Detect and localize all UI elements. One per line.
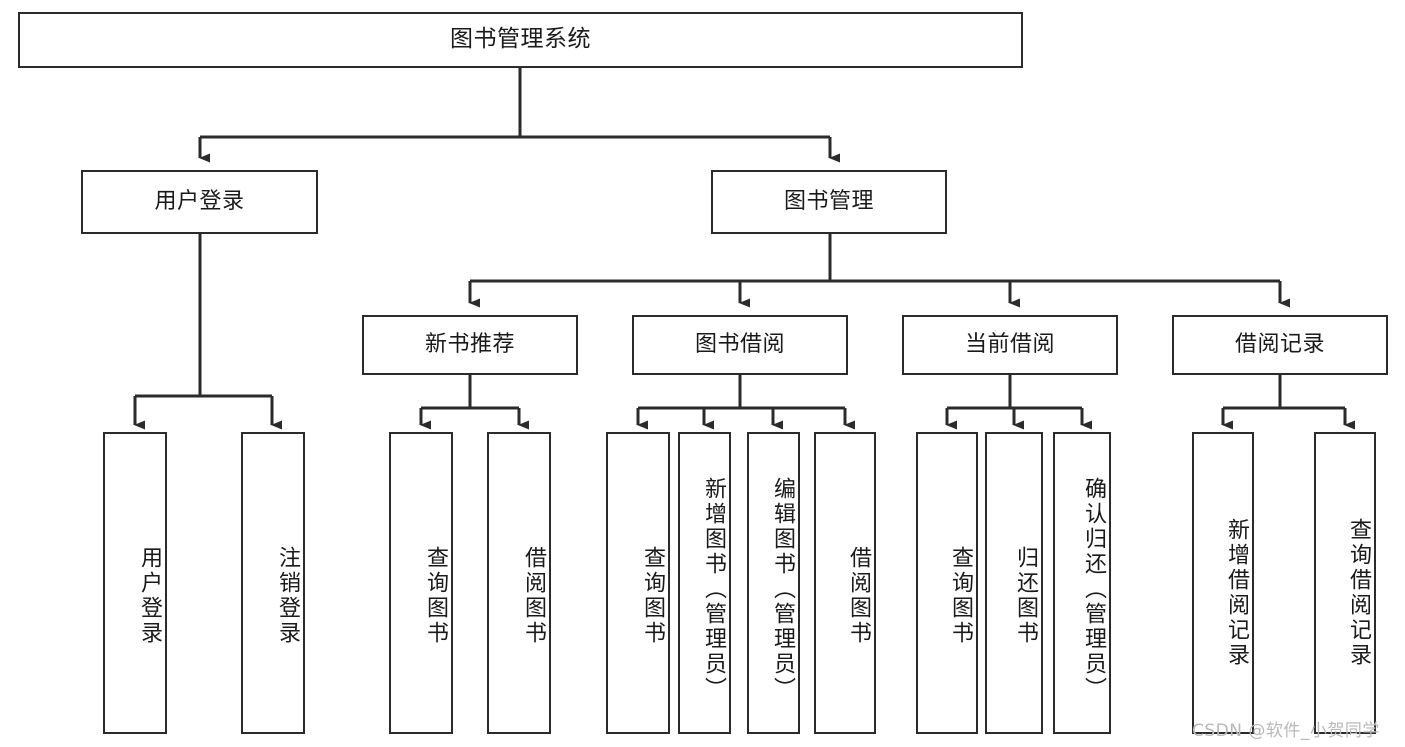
- csdn-watermark: CSDN @软件_小贺同学: [1192, 721, 1380, 741]
- node-new-book-recommend[interactable]: 新书推荐: [362, 315, 578, 375]
- leaf-label: 查询图书: [423, 546, 448, 646]
- leaf-label: 用户登录: [137, 546, 162, 646]
- leaf-label: 借阅图书: [521, 546, 546, 646]
- node-leaf-query-book-3[interactable]: 查询图书: [916, 432, 978, 734]
- node-leaf-return-book[interactable]: 归还图书: [985, 432, 1043, 734]
- leaf-label: 编辑图书（管理员）: [770, 476, 795, 702]
- leaf-label: 借阅图书: [846, 546, 871, 646]
- leaf-label: 查询图书: [948, 546, 973, 646]
- node-root-system[interactable]: 图书管理系统: [18, 12, 1023, 68]
- node-leaf-query-book-2[interactable]: 查询图书: [606, 432, 670, 734]
- node-leaf-borrow-book-1[interactable]: 借阅图书: [487, 432, 551, 734]
- node-leaf-confirm-return[interactable]: 确认归还（管理员）: [1053, 432, 1111, 734]
- node-user-login[interactable]: 用户登录: [81, 170, 318, 234]
- leaf-label: 归还图书: [1013, 546, 1038, 646]
- leaf-label: 新增图书（管理员）: [701, 476, 726, 702]
- leaf-label: 确认归还（管理员）: [1081, 476, 1106, 702]
- node-leaf-add-book[interactable]: 新增图书（管理员）: [678, 432, 731, 734]
- node-current-borrow[interactable]: 当前借阅: [902, 315, 1118, 375]
- leaf-label: 新增借阅记录: [1224, 518, 1249, 668]
- node-leaf-query-record[interactable]: 查询借阅记录: [1314, 432, 1376, 734]
- node-book-management[interactable]: 图书管理: [711, 170, 947, 234]
- node-leaf-user-login[interactable]: 用户登录: [103, 432, 167, 734]
- node-leaf-query-book-1[interactable]: 查询图书: [389, 432, 453, 734]
- node-book-borrow[interactable]: 图书借阅: [632, 315, 848, 375]
- node-borrow-record[interactable]: 借阅记录: [1172, 315, 1388, 375]
- node-leaf-borrow-book-2[interactable]: 借阅图书: [814, 432, 876, 734]
- node-leaf-logout-login[interactable]: 注销登录: [241, 432, 305, 734]
- leaf-label: 查询图书: [640, 546, 665, 646]
- node-leaf-add-record[interactable]: 新增借阅记录: [1192, 432, 1254, 734]
- node-leaf-edit-book[interactable]: 编辑图书（管理员）: [747, 432, 800, 734]
- leaf-label: 查询借阅记录: [1346, 518, 1371, 668]
- leaf-label: 注销登录: [275, 546, 300, 646]
